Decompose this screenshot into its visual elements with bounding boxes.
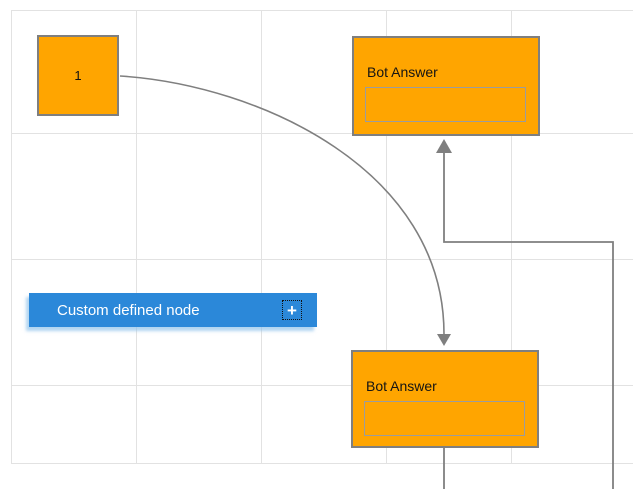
arrow-up-icon	[436, 139, 452, 153]
orthogonal-connector[interactable]	[436, 139, 614, 489]
custom-defined-node-label: Custom defined node	[57, 301, 200, 319]
bot-answer-bottom-title: Bot Answer	[366, 378, 437, 394]
bezier-connector[interactable]	[119, 75, 451, 346]
bot-answer-node-bottom[interactable]: Bot Answer	[351, 350, 539, 448]
custom-defined-node[interactable]: Custom defined node +	[29, 293, 317, 327]
start-node-label: 1	[74, 68, 82, 83]
plus-icon: +	[287, 300, 297, 320]
bot-answer-bottom-text-input[interactable]	[364, 401, 525, 436]
bot-answer-node-top[interactable]: Bot Answer	[352, 36, 540, 136]
bot-answer-top-text-input[interactable]	[365, 87, 526, 122]
start-node[interactable]: 1	[37, 35, 119, 116]
arrow-down-icon	[437, 334, 451, 346]
add-node-button[interactable]: +	[282, 300, 302, 320]
bot-answer-top-title: Bot Answer	[367, 64, 438, 80]
